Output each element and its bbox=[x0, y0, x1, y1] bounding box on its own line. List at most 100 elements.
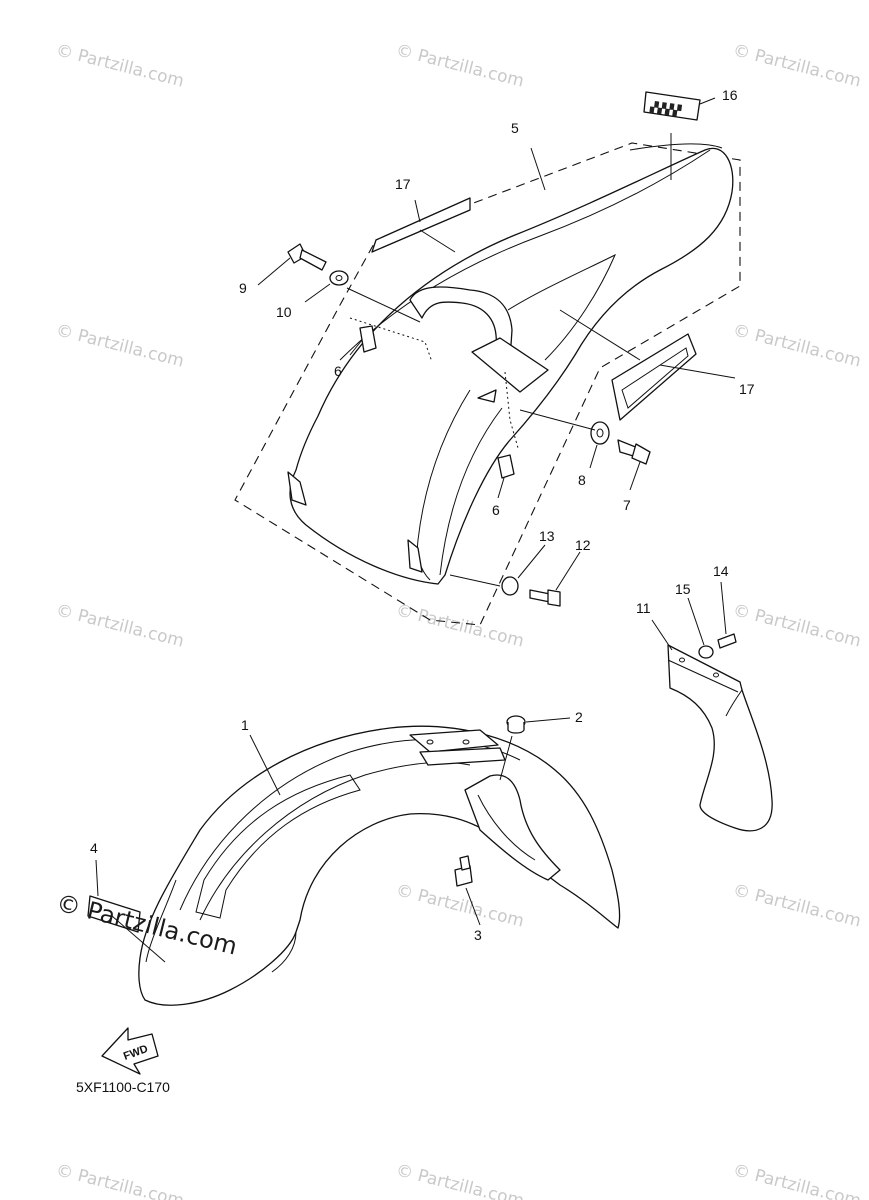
mudflap-fold bbox=[667, 659, 739, 693]
watermark: © Partzilla.com bbox=[731, 880, 863, 931]
watermark: © Partzilla.com bbox=[54, 1160, 186, 1200]
bolt-12 bbox=[529, 589, 551, 603]
leader-line bbox=[257, 257, 291, 286]
callout-10: 10 bbox=[276, 304, 292, 320]
clip-nut bbox=[359, 325, 377, 353]
grommet-2-body bbox=[507, 722, 525, 734]
watermark: © Partzilla.com bbox=[394, 1160, 526, 1200]
leader-line bbox=[589, 444, 598, 469]
callout-16: 16 bbox=[722, 87, 738, 103]
bolt-3-shaft bbox=[459, 855, 471, 871]
forward-arrow-icon: FWD bbox=[101, 1027, 159, 1075]
mudflap bbox=[667, 644, 773, 832]
graphic-decal-17b-inner bbox=[621, 347, 689, 409]
callout-15: 15 bbox=[675, 581, 691, 597]
leader-line bbox=[651, 619, 673, 651]
clip-nut bbox=[497, 454, 515, 479]
leader-line bbox=[499, 735, 513, 781]
watermark: © Partzilla.com bbox=[731, 1160, 863, 1200]
bolt-7-head bbox=[631, 443, 651, 465]
callout-9: 9 bbox=[239, 280, 247, 296]
leader-line bbox=[497, 477, 505, 499]
leader-line bbox=[304, 283, 331, 303]
leader-line bbox=[687, 597, 705, 646]
callout-4: 4 bbox=[90, 840, 98, 856]
front-fender-lower-edge bbox=[271, 931, 297, 973]
rear-fender-dashed-outline bbox=[234, 142, 741, 626]
diagram-code: 5XF1100-C170 bbox=[76, 1079, 170, 1095]
callout-13: 13 bbox=[539, 528, 555, 544]
front-fender-side-flap bbox=[464, 774, 561, 881]
callout-17b: 17 bbox=[739, 381, 755, 397]
mudflap-hole bbox=[713, 672, 719, 678]
washer-10 bbox=[329, 270, 349, 286]
washer-10-hole bbox=[335, 275, 343, 281]
rear-fender-dotted-line bbox=[504, 371, 519, 449]
callout-17a: 17 bbox=[395, 176, 411, 192]
front-fender-mount-plate bbox=[409, 729, 499, 753]
leader-line bbox=[525, 717, 571, 723]
washer-8 bbox=[590, 421, 610, 445]
graphic-decal-17a bbox=[371, 197, 471, 253]
rear-fender-inner-curve bbox=[507, 253, 616, 361]
watermark: © Partzilla.com bbox=[54, 600, 186, 651]
leader-line bbox=[95, 859, 99, 897]
rear-fender-mount-left bbox=[287, 471, 307, 506]
leader-line bbox=[111, 915, 166, 963]
watermark: © Partzilla.com bbox=[394, 40, 526, 91]
callout-3: 3 bbox=[474, 927, 482, 943]
rear-fender-rib bbox=[629, 143, 723, 151]
leader-line bbox=[517, 544, 546, 579]
front-fender-side-flap-line bbox=[477, 794, 536, 861]
rear-fender-side-curve-2 bbox=[439, 407, 503, 576]
leader-line bbox=[699, 97, 716, 105]
watermark: © Partzilla.com bbox=[731, 40, 863, 91]
watermark: © Partzilla.com bbox=[731, 600, 863, 651]
watermark: © Partzilla.com bbox=[54, 320, 186, 371]
leader-line bbox=[349, 339, 363, 356]
mount-hole bbox=[426, 739, 434, 745]
callouts: 1 2 3 4 5 6 6 7 8 9 10 11 12 13 14 15 16… bbox=[90, 87, 755, 943]
callout-1: 1 bbox=[241, 717, 249, 733]
callout-6b: 6 bbox=[492, 502, 500, 518]
leader-line bbox=[519, 409, 596, 431]
graphic-decal-17b bbox=[611, 333, 697, 421]
rear-fender-dotted-line bbox=[349, 317, 433, 363]
watermark: © Partzilla.com bbox=[394, 880, 526, 931]
watermark: © Partzilla.com bbox=[731, 320, 863, 371]
mount-hole bbox=[462, 739, 470, 745]
front-fender-lower-edge bbox=[145, 879, 177, 963]
front-fender-group bbox=[87, 715, 621, 1006]
leader-line bbox=[559, 309, 641, 361]
callout-12: 12 bbox=[575, 537, 591, 553]
watermark: © Partzilla.com bbox=[54, 40, 186, 91]
grommet-13 bbox=[501, 576, 519, 596]
leader-line bbox=[449, 574, 501, 587]
rear-fender-slot bbox=[477, 389, 497, 403]
screw-14 bbox=[717, 633, 737, 649]
mudflap-group bbox=[651, 581, 773, 832]
decal-4 bbox=[87, 895, 141, 933]
leader-line bbox=[419, 229, 456, 253]
callout-14: 14 bbox=[713, 563, 729, 579]
front-fender-groove bbox=[195, 774, 361, 919]
leader-line bbox=[629, 461, 641, 491]
bolt-9-shaft bbox=[299, 249, 327, 271]
mudflap-hole bbox=[679, 657, 685, 663]
leader-line bbox=[555, 551, 581, 591]
washer-8-hole bbox=[596, 428, 604, 438]
washer-15 bbox=[698, 645, 714, 659]
callout-7: 7 bbox=[623, 497, 631, 513]
rear-fender-group: ▞▞▞▞ bbox=[234, 91, 741, 626]
rear-fender-top-surface bbox=[339, 149, 711, 361]
yamaha-decal bbox=[643, 91, 701, 121]
mudflap-fold bbox=[725, 689, 743, 717]
leader-line bbox=[720, 581, 727, 635]
bolt-12-head bbox=[547, 589, 561, 607]
callout-11: 11 bbox=[636, 600, 651, 616]
leader-line bbox=[465, 887, 481, 926]
leader-line bbox=[249, 734, 281, 796]
leader-line bbox=[659, 364, 736, 379]
leader-line bbox=[346, 287, 421, 323]
